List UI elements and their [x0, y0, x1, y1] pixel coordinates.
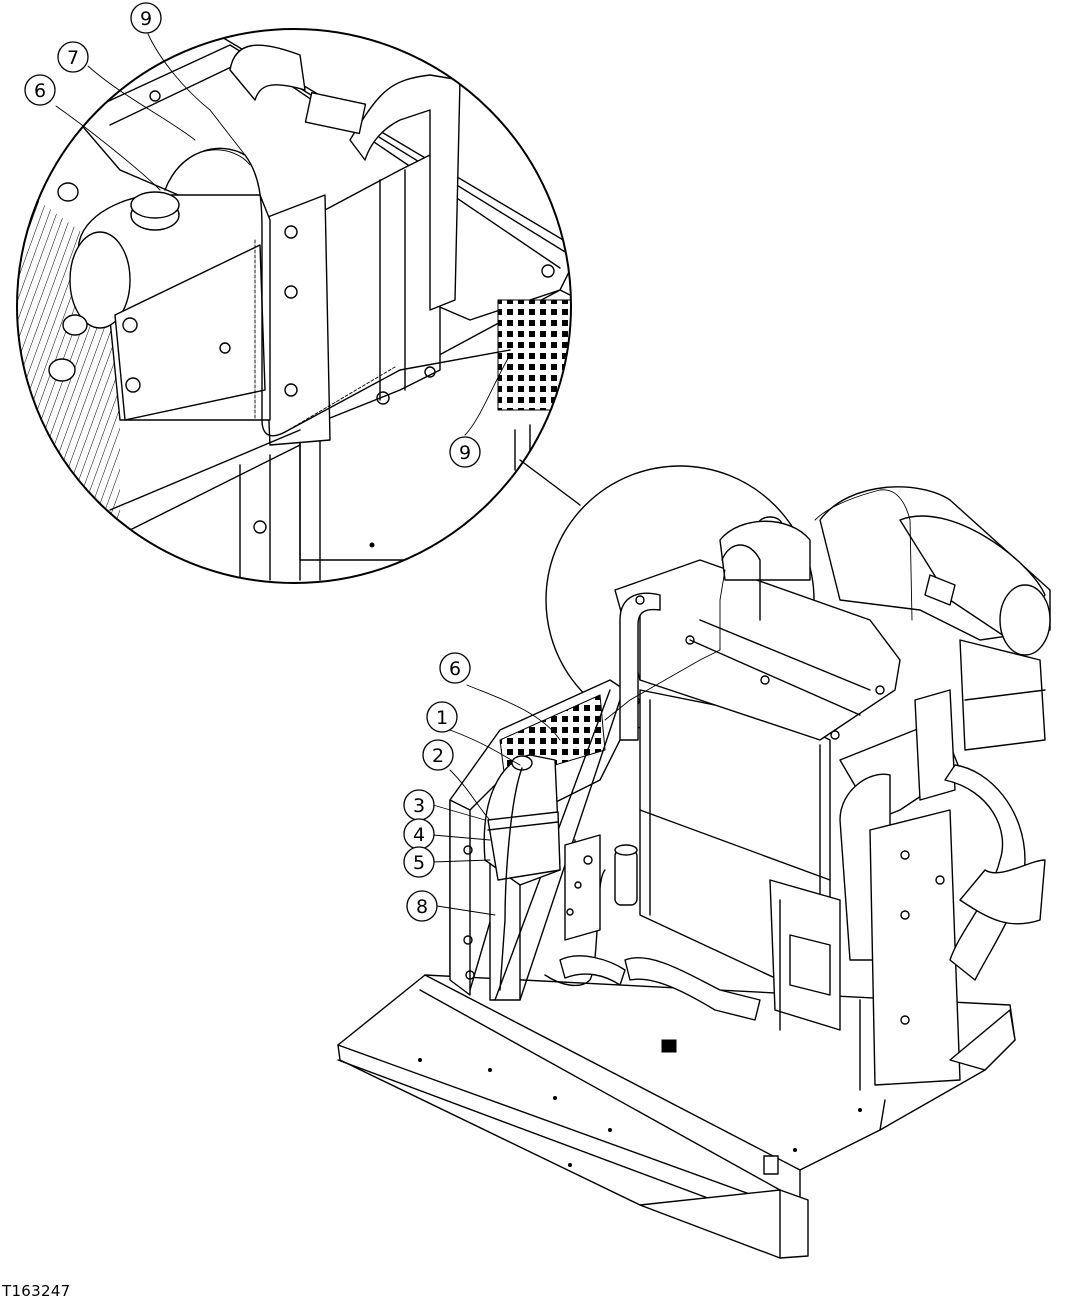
- leader-9-top: [147, 33, 246, 156]
- callout-label: 9: [140, 8, 152, 30]
- callout-3: 3: [403, 789, 435, 821]
- callout-label: 3: [413, 795, 425, 817]
- leader-2: [449, 769, 491, 821]
- callout-1: 1: [426, 701, 458, 733]
- callout-9-detail: 9: [449, 436, 481, 468]
- leader-5: [432, 859, 491, 863]
- callout-6-main: 6: [439, 652, 471, 684]
- detail-circle-outline: [16, 28, 572, 584]
- callout-label: 6: [34, 80, 46, 102]
- callout-6-top: 6: [24, 74, 56, 106]
- leader-8: [436, 905, 496, 916]
- callout-label: 5: [413, 852, 425, 874]
- callout-label: 7: [67, 47, 79, 69]
- leader-4: [432, 834, 491, 841]
- leader-9-detail: [464, 354, 511, 436]
- callout-label: 2: [432, 745, 444, 767]
- main-assembly-view: [337, 486, 1051, 1259]
- callout-label: 1: [436, 707, 448, 729]
- callout-2: 2: [422, 739, 454, 771]
- leader-6-main: [466, 684, 561, 741]
- figure-id: T163247: [2, 1282, 71, 1300]
- callout-9-top: 9: [130, 2, 162, 34]
- callout-5: 5: [403, 846, 435, 878]
- callout-label: 6: [449, 658, 461, 680]
- detail-view: [16, 28, 572, 584]
- leader-3: [432, 804, 486, 821]
- leader-1: [449, 729, 521, 766]
- callout-label: 9: [459, 442, 471, 464]
- callout-label: 4: [413, 824, 425, 846]
- callout-7-top: 7: [57, 41, 89, 73]
- detail-link-line: [519, 459, 581, 506]
- leader-7-top: [87, 65, 196, 141]
- callouts: 9 7 6 9 6 1 2 3: [24, 2, 561, 922]
- callout-label: 8: [416, 896, 428, 918]
- callout-4: 4: [403, 818, 435, 850]
- callout-8: 8: [406, 890, 438, 922]
- leader-6-top: [55, 105, 161, 191]
